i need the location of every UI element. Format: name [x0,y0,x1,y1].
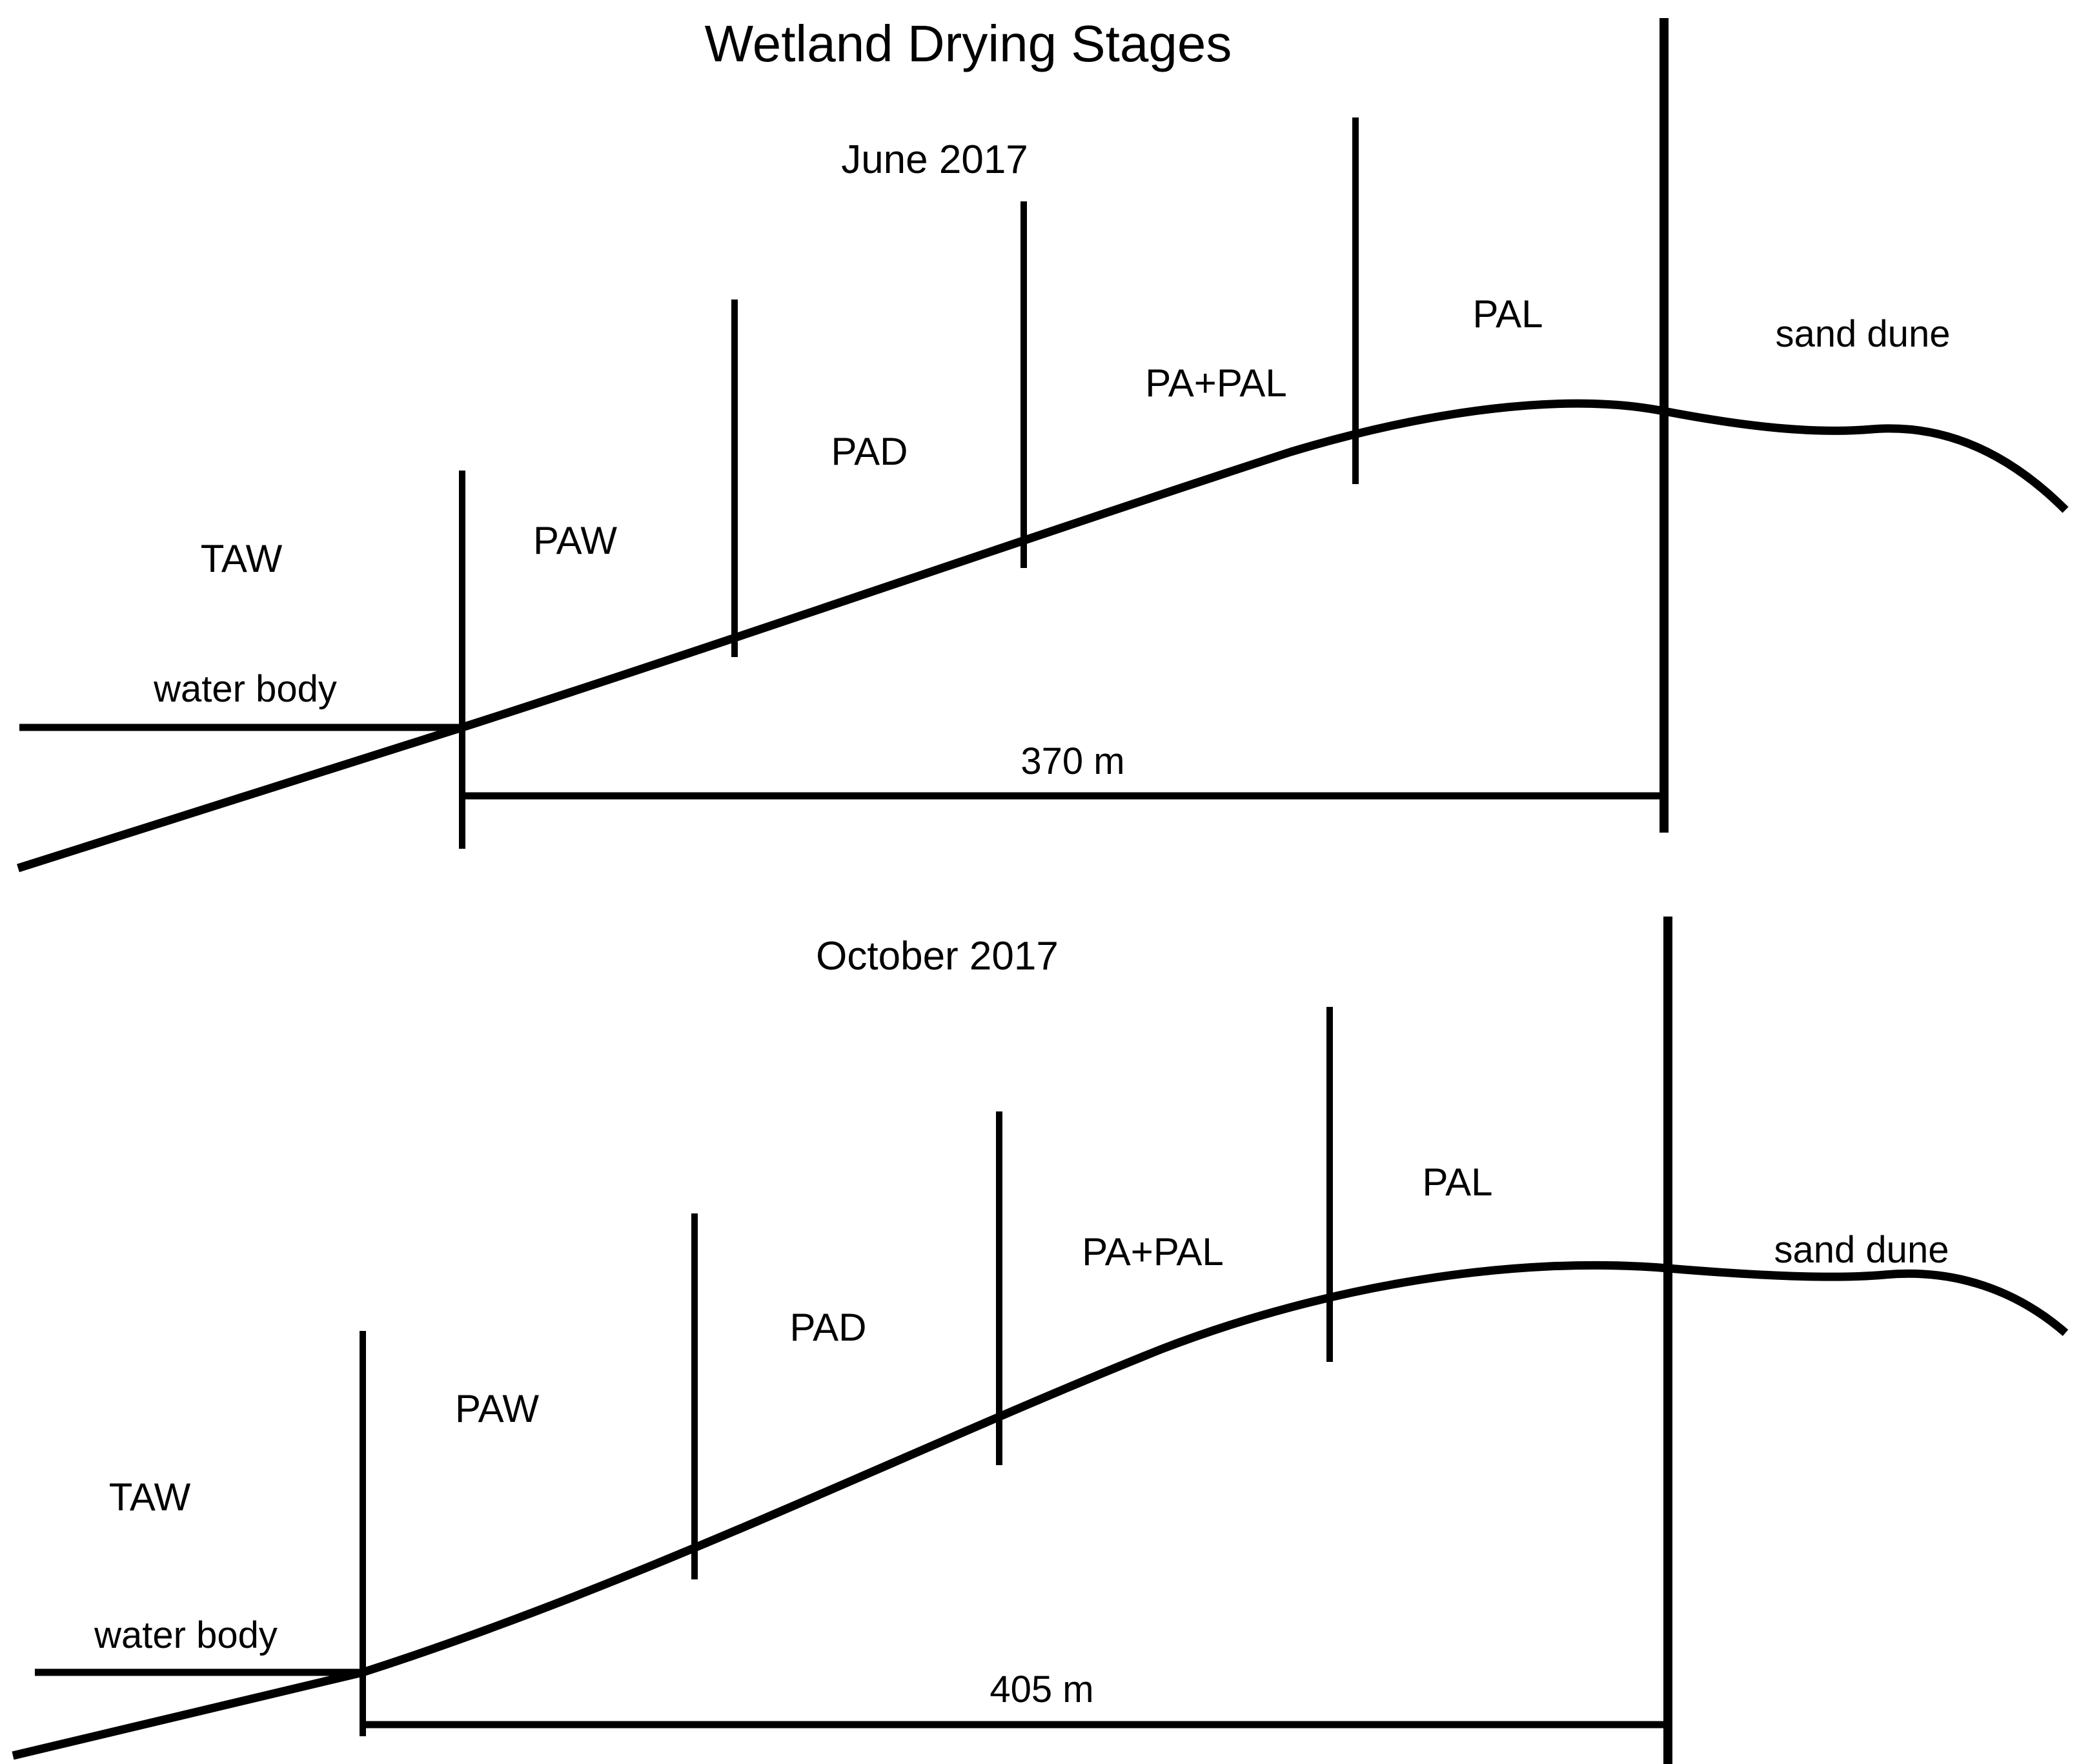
october-water-body-label: water body [94,1614,278,1656]
june-zone-pal: PAL [1472,292,1543,336]
october-panel-graphics [12,917,2069,1764]
june-dimension-label: 370 m [1020,740,1125,782]
june-sand-dune-label: sand dune [1775,313,1951,355]
june-zone-pad: PAD [831,430,908,473]
june-period-label: June 2017 [841,137,1028,182]
june-zone-paw: PAW [533,519,617,562]
october-zone-taw: TAW [108,1475,191,1519]
june-ground-profile [17,399,2069,873]
october-zone-pad: PAD [789,1306,867,1349]
june-zone-pa-pal: PA+PAL [1145,361,1287,405]
june-panel-graphics [17,18,2069,873]
figure-title: Wetland Drying Stages [704,15,1232,72]
october-zone-pa-pal: PA+PAL [1082,1230,1224,1273]
october-zone-pal: PAL [1422,1161,1493,1204]
october-period-label: October 2017 [816,934,1059,978]
october-dimension-label: 405 m [990,1668,1094,1710]
june-water-body-label: water body [154,668,337,710]
october-sand-dune-label: sand dune [1774,1229,1949,1271]
june-zone-taw: TAW [200,537,283,580]
october-zone-paw: PAW [455,1387,539,1430]
october-ground-profile [12,1261,2069,1760]
